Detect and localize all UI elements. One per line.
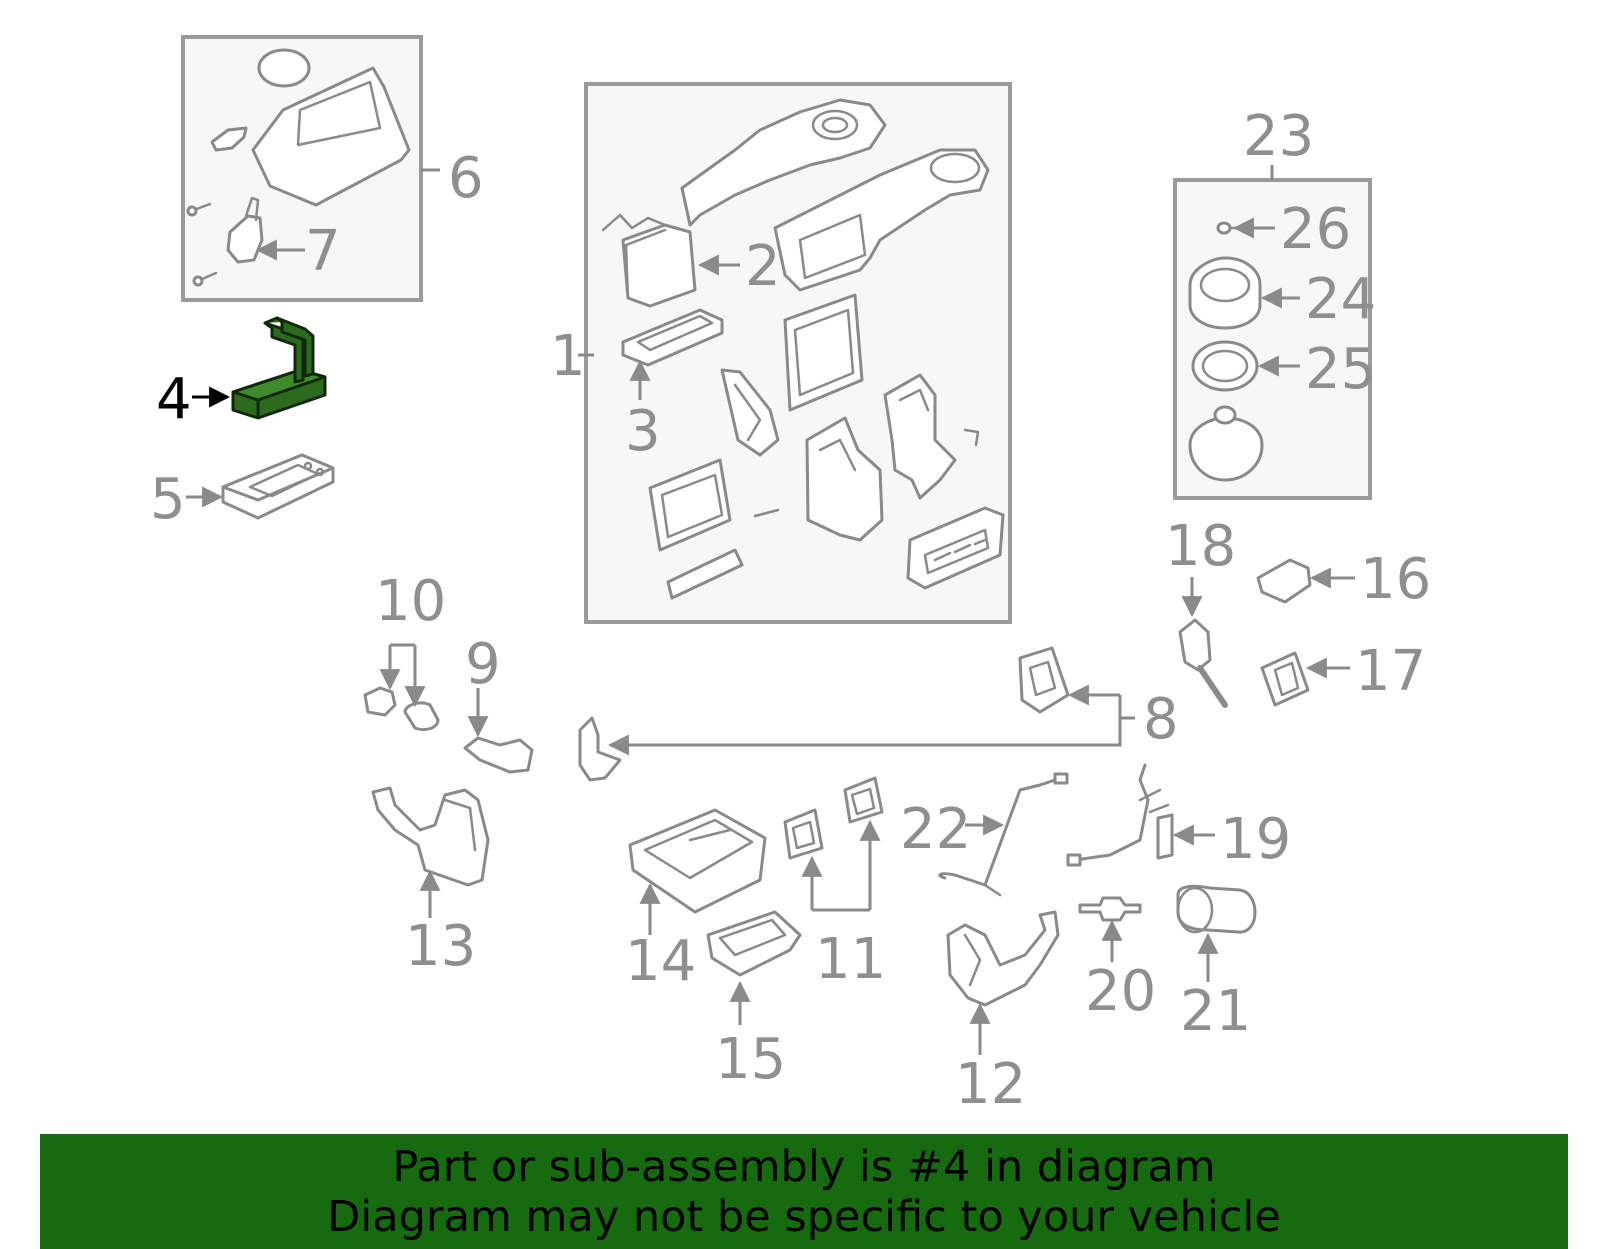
callout-1: 1 xyxy=(550,324,586,389)
callout-3: 3 xyxy=(625,399,661,464)
part-13 xyxy=(371,786,490,887)
callout-14: 14 xyxy=(625,929,696,994)
part-9 xyxy=(463,736,534,774)
box-group-6 xyxy=(181,35,423,302)
leader-10 xyxy=(379,643,426,708)
part-11 xyxy=(783,776,884,860)
footer-line-part-number: Part or sub-assembly is #4 in diagram xyxy=(392,1141,1216,1192)
callout-11: 11 xyxy=(815,927,886,992)
callout-21: 21 xyxy=(1180,979,1251,1044)
callout-13: 13 xyxy=(405,914,476,979)
part-5 xyxy=(221,453,335,520)
callout-8: 8 xyxy=(1143,687,1179,752)
footer-banner: Part or sub-assembly is #4 in diagram Di… xyxy=(40,1134,1568,1249)
callout-19: 19 xyxy=(1220,807,1291,872)
leader-11 xyxy=(801,819,881,912)
callout-10: 10 xyxy=(375,569,446,634)
callout-12: 12 xyxy=(955,1052,1026,1117)
callout-6: 6 xyxy=(448,146,484,211)
part-16 xyxy=(1256,558,1312,604)
callout-22: 22 xyxy=(900,797,971,862)
callout-15: 15 xyxy=(715,1027,786,1092)
callout-26: 26 xyxy=(1280,197,1351,262)
part-8 xyxy=(578,646,1070,782)
callout-16: 16 xyxy=(1360,547,1431,612)
part-18 xyxy=(1178,618,1228,708)
callout-17: 17 xyxy=(1355,639,1426,704)
part-17 xyxy=(1260,651,1310,707)
part-19 xyxy=(1066,763,1174,867)
callout-5: 5 xyxy=(150,467,186,532)
callout-25: 25 xyxy=(1305,337,1376,402)
part-10 xyxy=(363,686,440,732)
callout-24: 24 xyxy=(1305,267,1376,332)
heater-core-part-4[interactable] xyxy=(231,316,327,420)
part-14 xyxy=(628,808,767,914)
footer-line-disclaimer: Diagram may not be specific to your vehi… xyxy=(327,1191,1281,1242)
part-22 xyxy=(938,772,1069,897)
callout-9: 9 xyxy=(465,632,501,697)
part-15 xyxy=(706,910,802,977)
box-group-1 xyxy=(584,82,1012,624)
callout-23: 23 xyxy=(1243,104,1314,169)
callout-7: 7 xyxy=(305,219,341,284)
callout-2: 2 xyxy=(745,234,781,299)
part-12 xyxy=(946,910,1060,1007)
callout-18: 18 xyxy=(1165,514,1236,579)
part-20 xyxy=(1078,896,1142,922)
callout-4: 4 xyxy=(156,367,192,432)
part-21 xyxy=(1176,884,1257,934)
leader-8 xyxy=(607,684,1135,756)
callout-20: 20 xyxy=(1085,959,1156,1024)
